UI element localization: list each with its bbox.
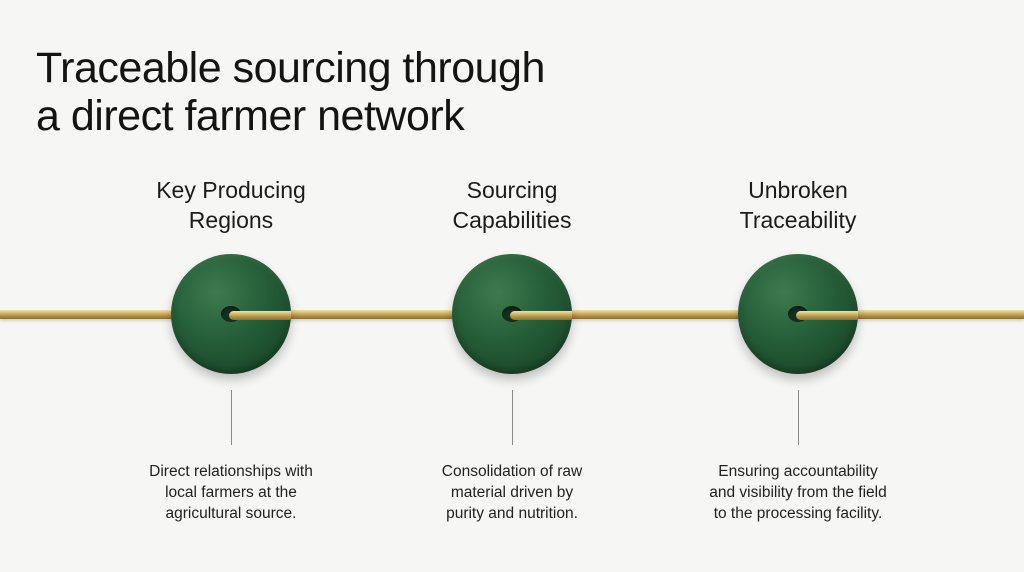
node-title: Unbroken Traceability xyxy=(668,175,928,235)
page-title-line-1: Traceable sourcing through xyxy=(36,44,545,92)
node-description-line-3: to the processing facility. xyxy=(713,505,883,522)
node-title-line-1: Key Producing xyxy=(156,177,306,203)
node-description-line-1: Direct relationships with xyxy=(149,463,313,480)
node-description-line-2: and visibility from the field xyxy=(709,484,887,501)
node-description-line-3: agricultural source. xyxy=(165,505,297,522)
node-title-line-2: Capabilities xyxy=(452,207,572,233)
node-description-line-1: Ensuring accountability xyxy=(718,463,878,480)
node-title-line-2: Regions xyxy=(188,207,274,233)
rod-segment xyxy=(796,311,858,320)
node-description-line-1: Consolidation of raw xyxy=(441,463,583,480)
rod-segment xyxy=(510,311,572,320)
node-description-line-2: material driven by xyxy=(450,484,574,501)
node-description: Direct relationships with local farmers … xyxy=(106,461,356,524)
node-description: Consolidation of raw material driven by … xyxy=(387,461,637,524)
green-disc-marker xyxy=(738,254,858,374)
connector-line xyxy=(797,390,799,445)
node-description: Ensuring accountability and visibility f… xyxy=(673,461,923,524)
node-description-line-2: local farmers at the xyxy=(165,484,297,501)
node-title-line-1: Sourcing xyxy=(466,177,558,203)
node-title: Sourcing Capabilities xyxy=(382,175,642,235)
page-title-line-2: a direct farmer network xyxy=(36,92,465,140)
green-disc-marker xyxy=(171,254,291,374)
node-description-line-3: purity and nutrition. xyxy=(446,505,578,522)
connector-line xyxy=(511,390,513,445)
node-title-line-2: Traceability xyxy=(739,207,857,233)
connector-line xyxy=(230,390,232,445)
page-title: Traceable sourcing through a direct farm… xyxy=(36,44,676,140)
node-title-line-1: Unbroken xyxy=(748,177,848,203)
green-disc-marker xyxy=(452,254,572,374)
node-title: Key Producing Regions xyxy=(101,175,361,235)
rod-segment xyxy=(229,311,291,320)
